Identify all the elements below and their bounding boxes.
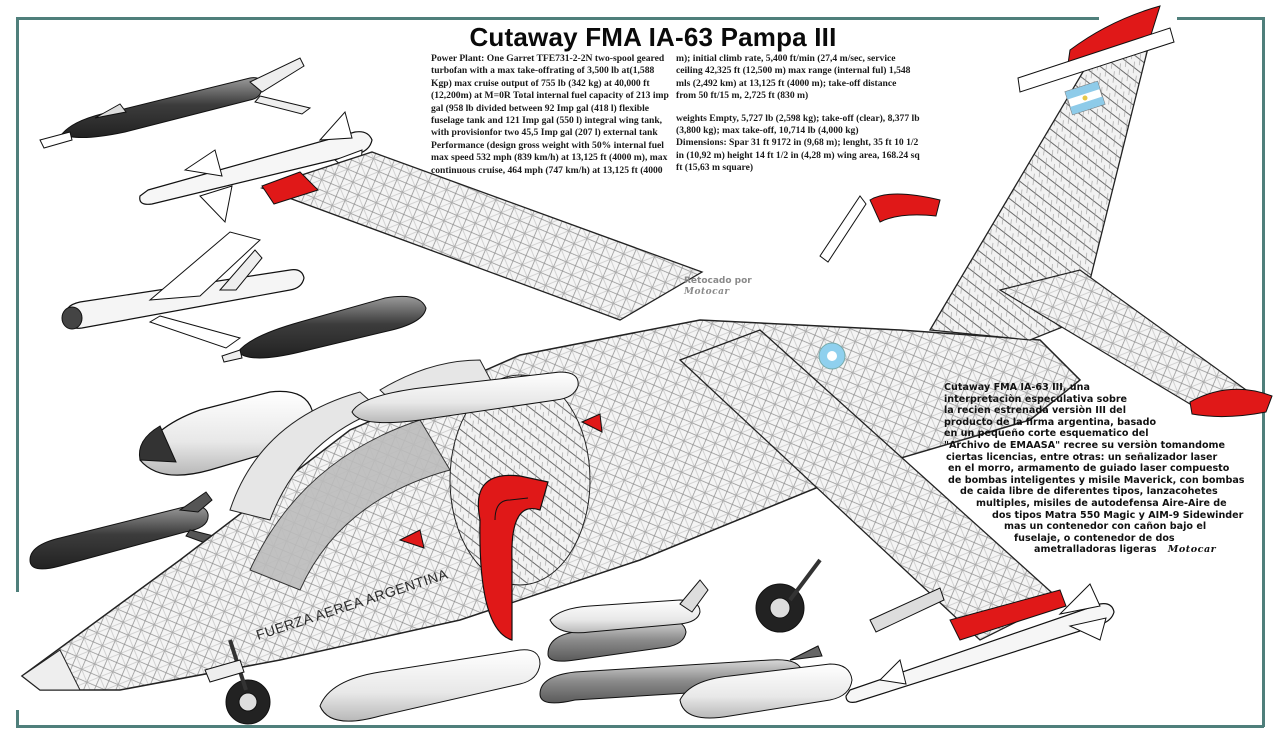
page-title: Cutaway FMA IA-63 Pampa III bbox=[469, 22, 837, 52]
right-wing bbox=[678, 329, 1067, 641]
laser-guided-bomb-top bbox=[39, 57, 312, 149]
gun-pod bbox=[138, 390, 314, 476]
spec-line: turbofan with a max take-offrating of 3,… bbox=[431, 65, 655, 77]
retouch-credit: Retocado por Motocar bbox=[684, 276, 752, 298]
sidewinder-missile bbox=[845, 583, 1115, 703]
spec-line: Performance (design gross weight with 50… bbox=[431, 139, 664, 151]
tailplane bbox=[819, 193, 1273, 418]
frame-top-right bbox=[1177, 17, 1264, 20]
pylon-stores-right bbox=[869, 587, 945, 633]
retouch-label: Retocado por bbox=[684, 276, 752, 286]
left-wing bbox=[260, 151, 704, 321]
description-line: en el morro, armamento de guiado laser c… bbox=[948, 463, 1230, 475]
specs-right: m); initial climb rate, 5,400 ft/min (27… bbox=[676, 53, 976, 175]
retouch-signature: Motocar bbox=[684, 287, 730, 297]
matra-magic-missile bbox=[61, 231, 305, 349]
description-line: "Archivo de EMAASA" recree su versiòn to… bbox=[944, 439, 1226, 451]
description-line: Cutaway FMA IA-63 III, una bbox=[944, 382, 1090, 393]
maverick-missile bbox=[547, 579, 709, 662]
spec-line: Power Plant: One Garret TFE731-2-2N two-… bbox=[431, 53, 665, 64]
description-line: ciertas licencias, entre otras: un señal… bbox=[946, 451, 1218, 463]
frame-left-top bbox=[16, 17, 19, 592]
description-signature: Motocar bbox=[1167, 544, 1217, 556]
external-tank-lower bbox=[319, 649, 541, 722]
spec-line: m); initial climb rate, 5,400 ft/min (27… bbox=[676, 53, 896, 64]
nose-landing-gear bbox=[204, 639, 271, 725]
frame-top-left bbox=[16, 17, 1099, 20]
free-fall-bomb-left bbox=[29, 491, 215, 570]
description-line: la recien estrenada versiòn III del bbox=[944, 405, 1126, 417]
frame-right bbox=[1262, 17, 1265, 727]
main-landing-gear bbox=[755, 558, 822, 633]
spec-line: max speed 532 mph (839 km/h) at 13,125 f… bbox=[431, 152, 668, 164]
description-line: interpretaciòn especulativa sobre bbox=[944, 393, 1128, 405]
spec-line: continuous cruise, 464 mph (747 km/h) at… bbox=[431, 164, 663, 176]
spec-line: Dimensions: Spar 31 ft 9172 in (9,68 m);… bbox=[676, 137, 919, 149]
description-line: mas un contenedor con cañon bajo el bbox=[1004, 521, 1207, 533]
spec-line: Kgp) max cruise output of 755 lb (342 kg… bbox=[431, 77, 650, 89]
frame-bottom bbox=[16, 725, 1264, 728]
description-last-line: ametralladoras ligeras bbox=[1034, 544, 1157, 556]
tail-fin bbox=[928, 5, 1175, 341]
description-line: ametralladoras ligeras Motocar bbox=[944, 544, 1264, 556]
spec-line: from 50 ft/15 m, 2,725 ft (830 m) bbox=[676, 90, 809, 102]
specs-left: Power Plant: One Garret TFE731-2-2N two-… bbox=[431, 53, 681, 177]
spec-line: gal (958 lb divided between 92 Imp gal (… bbox=[431, 102, 649, 114]
description-line: producto de la firma argentina, basado bbox=[944, 416, 1157, 428]
spec-line: weights Empty, 5,727 lb (2,598 kg); take… bbox=[676, 112, 920, 124]
frame-left-bottom bbox=[16, 710, 19, 728]
description-line: en un pequeño corte esquematico del bbox=[944, 428, 1149, 440]
drop-tank bbox=[351, 371, 579, 424]
spec-line: fuselage tank and 121 Imp gal (550 l) in… bbox=[431, 115, 663, 127]
spec-line: ft (15,63 m square) bbox=[676, 162, 754, 174]
description-text: Cutaway FMA IA-63 III, una interpretaciò… bbox=[944, 382, 1264, 556]
spec-line: (12,200m) at M=0R Total internal fuel ca… bbox=[431, 90, 669, 102]
spec-line: with provisionfor two 45,5 Imp gal (207 … bbox=[431, 127, 658, 139]
spec-line: (3,800 kg); max take-off, 10,714 lb (4,0… bbox=[676, 125, 859, 137]
spec-line: mls (2,492 km) at 13,125 ft (4000 m); ta… bbox=[676, 77, 897, 89]
bomb-mid-left bbox=[221, 295, 427, 363]
rocket-launcher-pod bbox=[679, 663, 853, 719]
description-line: de caida libre de diferentes tipos, lanz… bbox=[960, 486, 1218, 498]
description-line: de bombas inteligentes y misile Maverick… bbox=[948, 474, 1245, 486]
description-line: multiples, misiles de autodefensa Aire-A… bbox=[976, 497, 1227, 509]
description-line: fuselaje, o contenedor de dos bbox=[1014, 532, 1175, 544]
spec-line: ceiling 42,325 ft (12,500 m) max range (… bbox=[676, 65, 911, 77]
description-line: dos tipos Matra 550 Magic y AIM-9 Sidewi… bbox=[992, 509, 1244, 521]
spec-line: in (10,92 m) height 14 ft 1/2 in (4,28 m… bbox=[676, 149, 920, 161]
